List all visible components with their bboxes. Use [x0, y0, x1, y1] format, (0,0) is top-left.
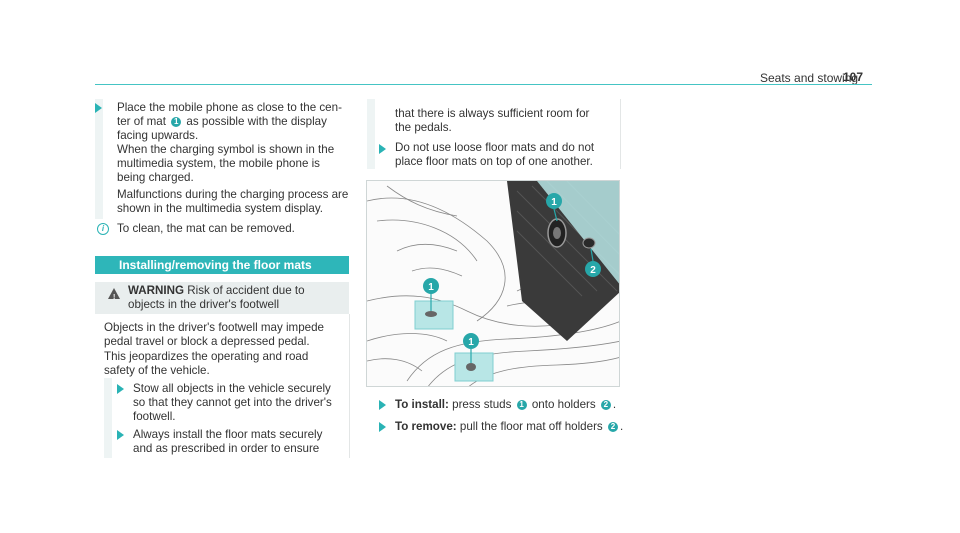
remove-step: To remove: pull the floor mat off holder…: [395, 420, 624, 433]
step2-line3: footwell.: [133, 410, 176, 423]
callout-2-badge: 2: [600, 400, 611, 410]
figure-callout-3: 1: [428, 282, 434, 293]
header-title: Seats and stowing: [760, 71, 859, 85]
body1-line2: pedal travel or block a depressed pedal.: [104, 335, 310, 348]
warning-exclamation: !: [113, 294, 116, 301]
arrow-icon: [379, 422, 386, 432]
header-rule: [95, 84, 872, 85]
callout-1-badge: 1: [516, 400, 527, 410]
step3-line1: Always install the floor mats securely: [133, 428, 323, 441]
section-title: Installing/removing the floor mats: [95, 256, 349, 274]
floor-mat-drawing: 1 2 1 1: [367, 181, 619, 386]
arrow-icon: [379, 400, 386, 410]
step2-line1: Stow all objects in the vehicle securely: [133, 382, 331, 395]
warning-triangle-icon: [108, 288, 120, 299]
step4-line2: place floor mats on top of one another.: [395, 155, 593, 168]
callout-2-badge: 2: [607, 422, 618, 432]
arrow-icon: [117, 384, 124, 394]
figure-callout-2: 2: [590, 265, 596, 276]
arrow-icon: [117, 430, 124, 440]
step1-line4: When the charging symbol is shown in the: [117, 143, 335, 156]
step4-line1: Do not use loose floor mats and do not: [395, 141, 595, 154]
step1-line7: Malfunctions during the charging process…: [117, 188, 349, 201]
step-shade-bar: [95, 99, 103, 219]
step1-line6: being charged.: [117, 171, 194, 184]
figure-callout-4: 1: [468, 337, 474, 348]
step3-line2: and as prescribed in order to ensure: [133, 442, 320, 455]
floor-mat-illustration: 1 2 1 1: [366, 180, 620, 387]
body2-line1: This jeopardizes the operating and road: [104, 350, 309, 363]
step1-line5: multimedia system, the mobile phone is: [117, 157, 320, 170]
step1-line3: facing upwards.: [117, 129, 199, 142]
step-shade-bar: [367, 99, 375, 169]
cont-line1: that there is always sufficient room for: [395, 107, 590, 120]
warning-line2: objects in the driver's footwell: [128, 298, 280, 311]
arrow-icon: [379, 144, 386, 154]
install-step: To install: press studs 1 onto holders 2…: [395, 398, 617, 411]
column-divider: [620, 99, 621, 169]
warning-line1: WARNING Risk of accident due to: [128, 284, 305, 297]
figure-callout-1: 1: [551, 197, 557, 208]
step-shade-bar: [104, 378, 112, 458]
step1-line2: ter of mat 1 as possible with the displa…: [117, 115, 327, 128]
warning-box: [95, 282, 349, 314]
arrow-icon: [95, 103, 102, 113]
callout-1-badge: 1: [171, 117, 182, 127]
body2-line2: safety of the vehicle.: [104, 364, 210, 377]
info-text: To clean, the mat can be removed.: [117, 222, 295, 235]
info-icon: i: [97, 223, 109, 235]
step2-line2: so that they cannot get into the driver'…: [133, 396, 332, 409]
body1-line1: Objects in the driver's footwell may imp…: [104, 321, 325, 334]
page-number: 107: [843, 70, 864, 84]
cont-line2: the pedals.: [395, 121, 452, 134]
column-divider: [349, 314, 350, 458]
step1-line8: shown in the multimedia system display.: [117, 202, 323, 215]
step1-line1: Place the mobile phone as close to the c…: [117, 101, 342, 114]
